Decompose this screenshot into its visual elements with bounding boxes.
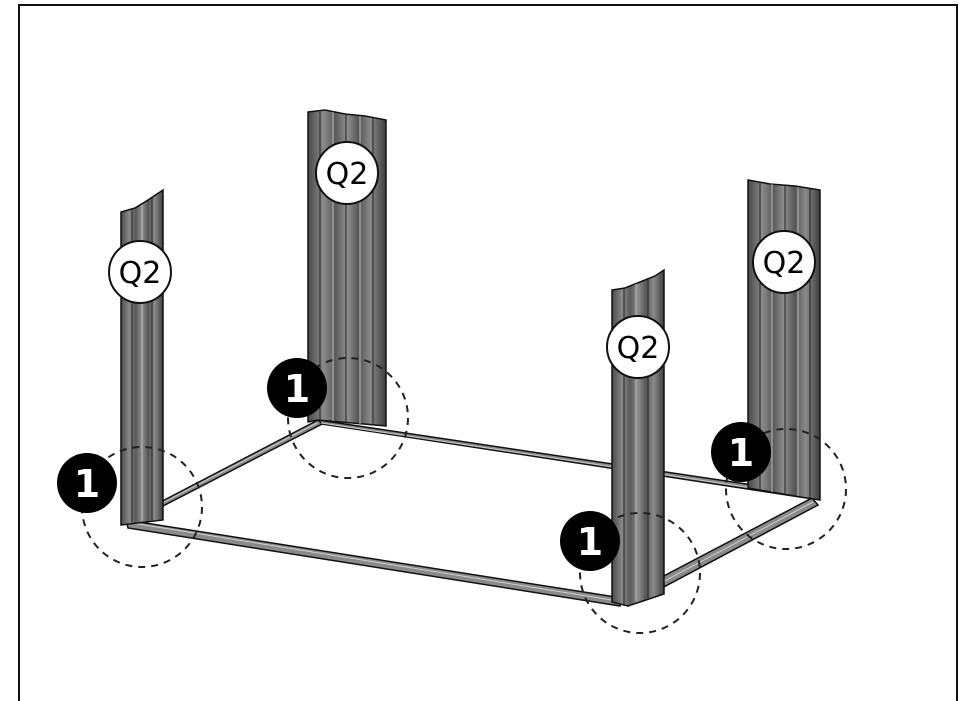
rail-back-highlight [320, 422, 800, 496]
detail-circles [81, 357, 847, 634]
part-label-front-right: Q2 [606, 315, 670, 379]
detail-circle-front-right [579, 512, 701, 634]
step-marker-front-left: 1 [57, 453, 117, 513]
step-marker-text: 1 [728, 431, 754, 475]
step-marker-text: 1 [284, 367, 310, 411]
part-label-text: Q2 [326, 157, 369, 192]
detail-circle-back-right [725, 428, 847, 550]
rail-front-highlight [131, 522, 619, 602]
step-marker-back-right: 1 [711, 422, 771, 482]
part-label-back-center: Q2 [315, 141, 379, 205]
part-label-text: Q2 [763, 246, 806, 281]
part-label-text: Q2 [617, 331, 660, 366]
step-marker-front-right: 1 [560, 511, 620, 571]
base-frame [124, 418, 820, 607]
part-label-text: Q2 [119, 256, 162, 291]
part-label-back-right: Q2 [752, 230, 816, 294]
step-marker-back-center: 1 [267, 358, 327, 418]
rail-front [124, 519, 623, 607]
step-marker-text: 1 [577, 520, 603, 564]
detail-circle-back-center [287, 357, 409, 479]
part-label-back-left: Q2 [108, 240, 172, 304]
step-marker-text: 1 [74, 462, 100, 506]
